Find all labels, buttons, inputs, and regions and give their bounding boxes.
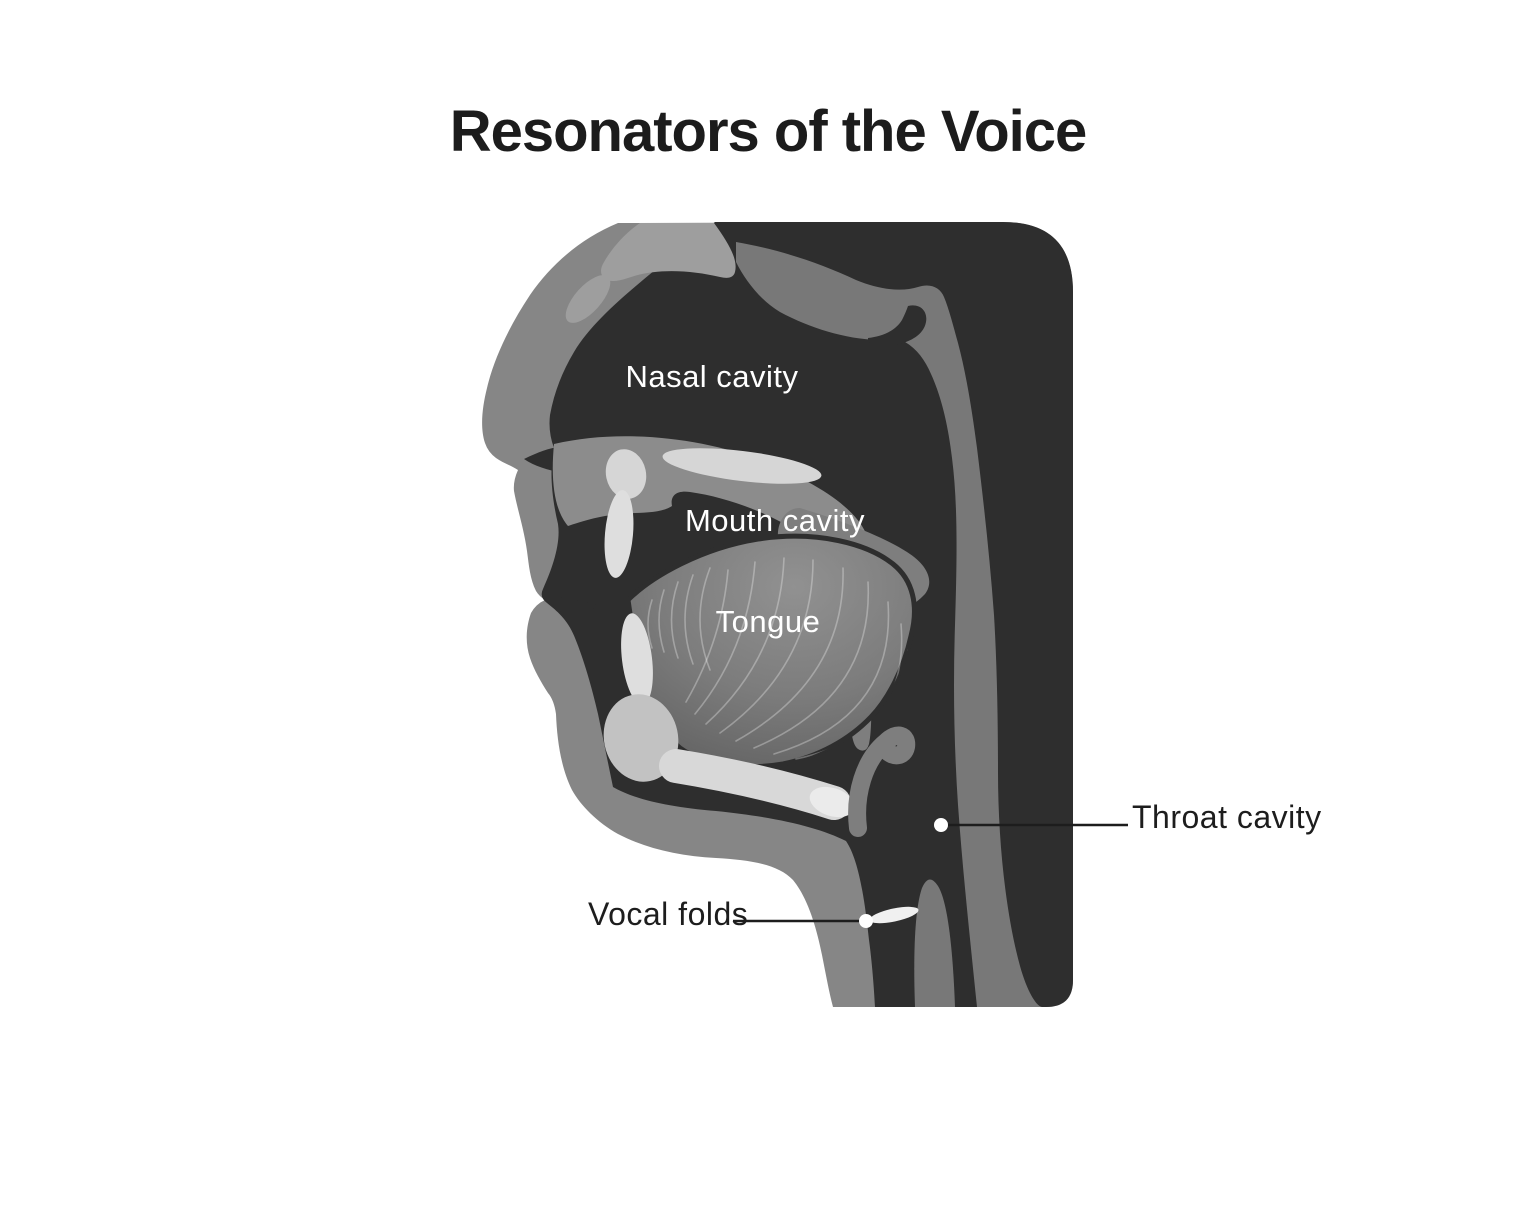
nasal-bridge-sinus-tail [565, 275, 611, 323]
pharynx-curl-hollow [868, 305, 927, 346]
epiglottis [848, 726, 916, 837]
nasal-cavity-label: Nasal cavity [625, 359, 798, 394]
throat-cavity-label: Throat cavity [1132, 799, 1322, 835]
frontal-sinus-patch [601, 223, 736, 281]
nostril-airway [524, 447, 562, 473]
vocal-folds-dot-icon [859, 914, 873, 928]
trachea-column [914, 879, 955, 1007]
hard-palate-bone [662, 448, 822, 484]
maxilla-bone-blob [605, 449, 647, 499]
vocal-folds-label: Vocal folds [588, 896, 748, 932]
mandible-end-cap [809, 786, 855, 818]
upper-incisor-tooth [604, 490, 634, 578]
mouth-cavity-label: Mouth cavity [685, 503, 865, 538]
vocal-folds-shape [869, 906, 919, 924]
tongue-label: Tongue [716, 604, 821, 639]
page-title: Resonators of the Voice [449, 99, 1088, 164]
throat-cavity-dot-icon [934, 818, 948, 832]
chin-bone [603, 694, 679, 782]
lower-incisor-tooth [621, 613, 653, 705]
pharynx-band [736, 242, 1042, 1007]
mouth-slit [542, 595, 602, 613]
